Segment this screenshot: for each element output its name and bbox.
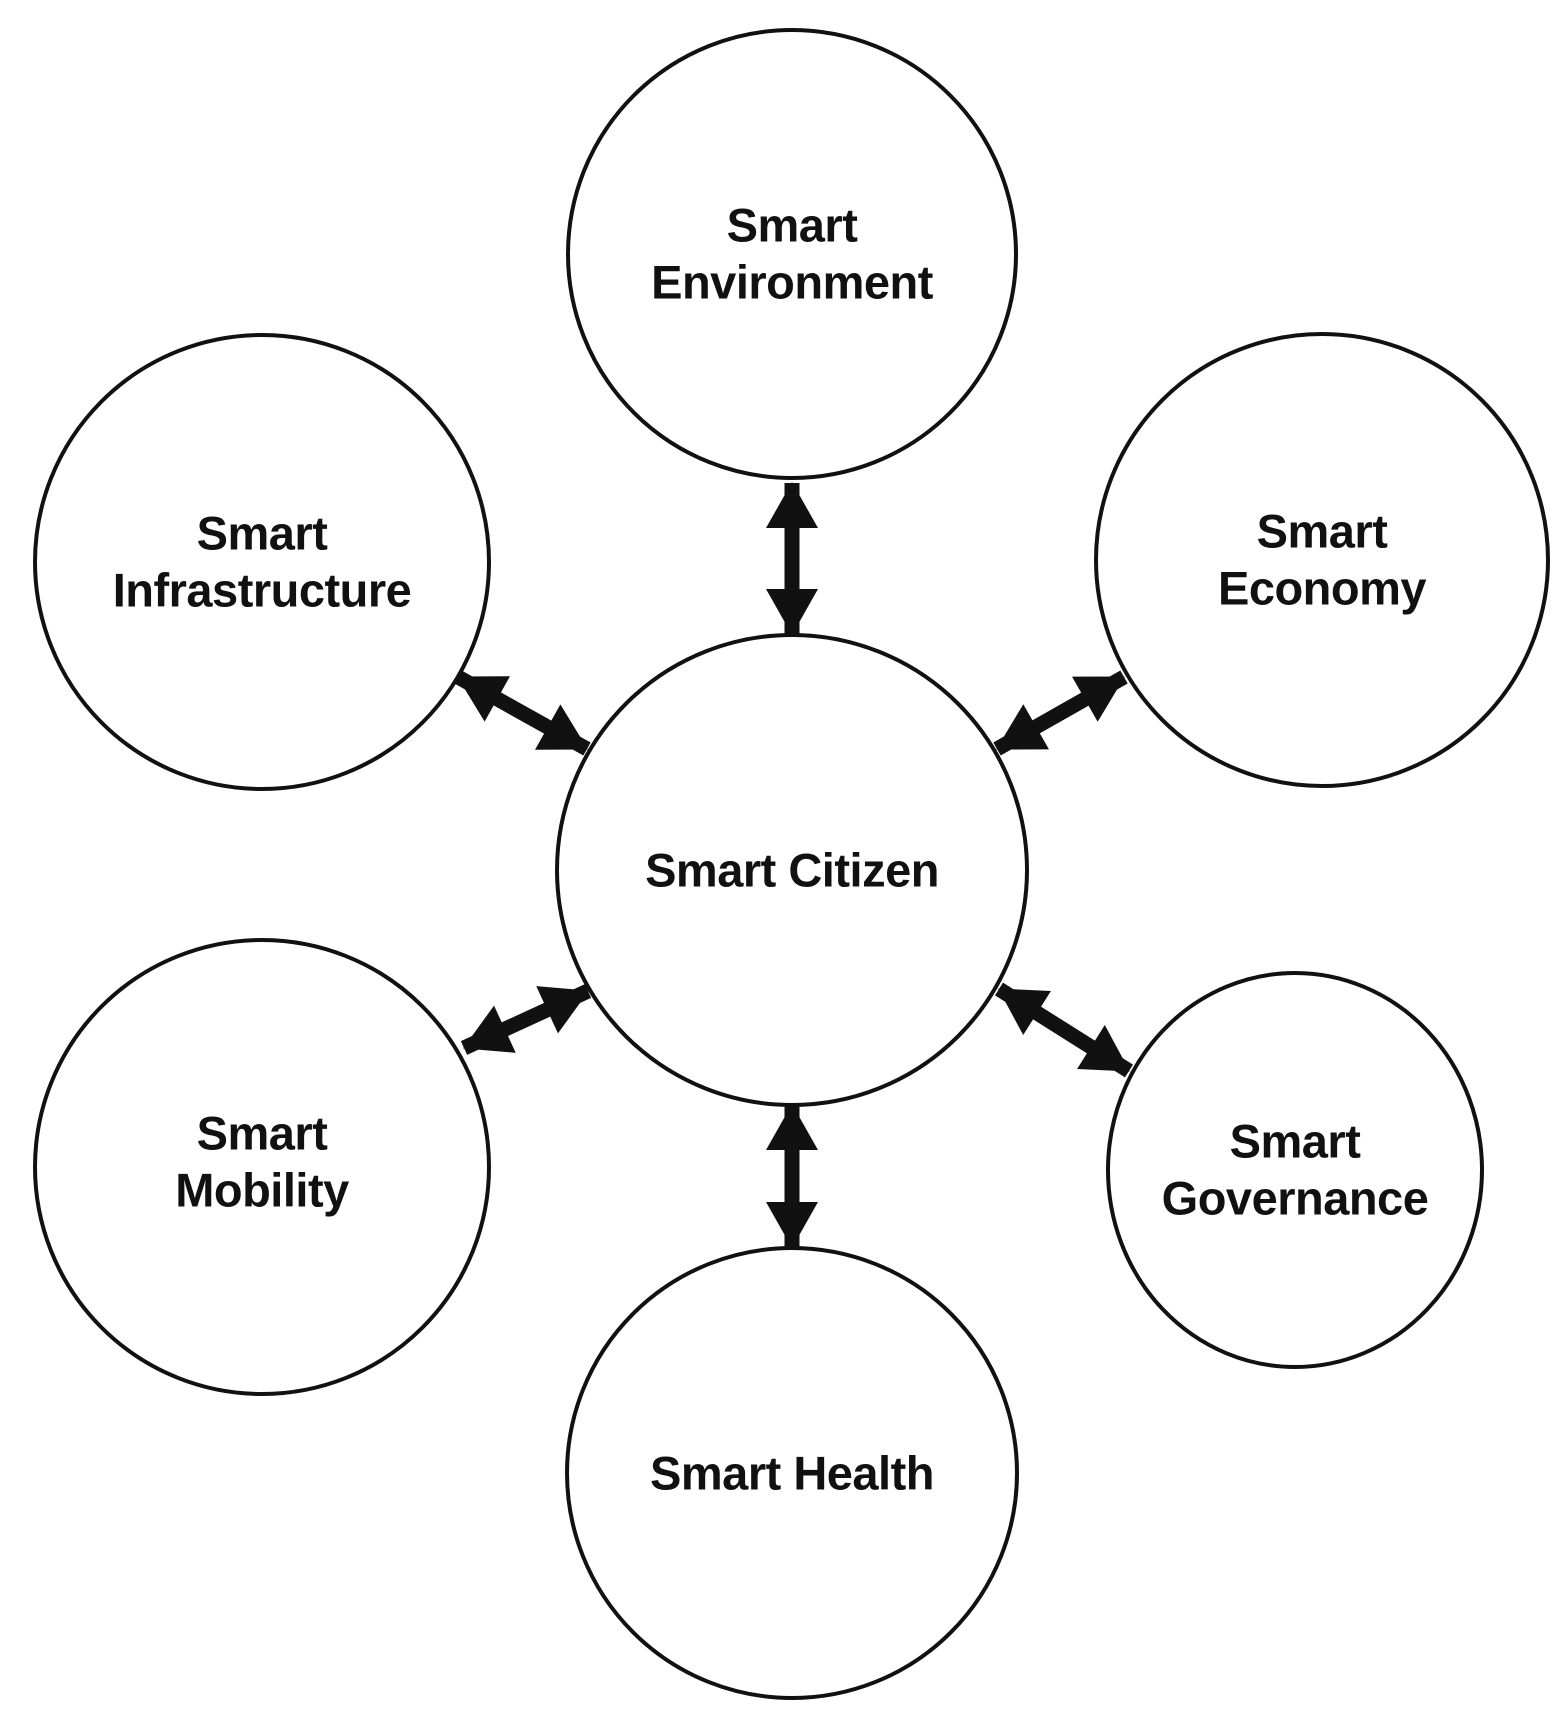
smart-environment-circle (566, 28, 1018, 480)
arrow-group (454, 482, 1134, 1248)
arrow-governance-citizen (994, 982, 1134, 1078)
smart-health-circle (565, 1246, 1019, 1700)
smart-governance-circle (1106, 971, 1484, 1369)
smart-mobility-circle (33, 938, 491, 1396)
arrow-mobility-citizen (460, 984, 592, 1055)
arrow-economy-citizen (993, 670, 1128, 756)
node-group (33, 28, 1550, 1700)
smart-infrastructure-circle (33, 333, 491, 791)
arrow-infrastructure-citizen (454, 670, 591, 756)
smart-citizen-circle (555, 633, 1029, 1107)
smart-economy-circle (1094, 332, 1550, 788)
